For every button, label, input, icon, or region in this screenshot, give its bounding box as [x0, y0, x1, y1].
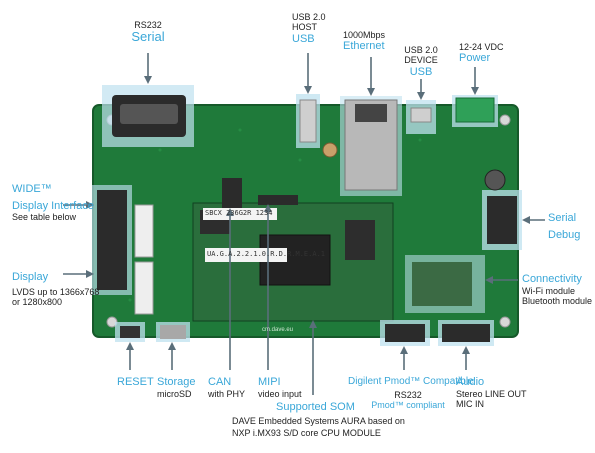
- usb-host-title: USB: [292, 32, 315, 45]
- lvds-connector-1: [134, 204, 154, 258]
- usb-device-sub2: DEVICE: [404, 55, 438, 66]
- sticker-2-text: UA.G.A.2.2.1.0.R.D.R.M.E.A.1: [207, 250, 326, 258]
- wide-display-sub: See table below: [12, 212, 77, 223]
- wide-display-title2: Display Interface: [12, 199, 94, 212]
- storage-label-group: Storage microSD: [157, 376, 196, 399]
- audio-title: Audio: [456, 376, 485, 388]
- mipi-connector: [258, 195, 298, 205]
- audio-label-group: Audio Stereo LINE OUT MIC IN: [456, 376, 527, 409]
- mipi-sub: video input: [258, 388, 302, 399]
- serial-label-group: RS232 Serial: [118, 20, 178, 45]
- ethernet-label-group: 1000Mbps Ethernet: [343, 30, 385, 53]
- reset-title: RESET: [117, 376, 154, 388]
- power-sub: 12-24 VDC: [459, 42, 504, 52]
- usb-host-sub1: USB 2.0: [292, 12, 326, 22]
- connectivity-label-group: Connectivity Wi-Fi module Bluetooth modu…: [522, 273, 592, 306]
- connectivity-title: Connectivity: [522, 273, 582, 285]
- mipi-title: MIPI: [258, 376, 281, 388]
- storage-title: Storage: [157, 376, 196, 388]
- pmod-sub1: RS232: [394, 390, 422, 400]
- usb-device-sub1: USB 2.0: [404, 45, 438, 55]
- som-title: Supported SOM: [276, 401, 355, 413]
- serial-debug-title2: Debug: [548, 228, 581, 241]
- usb-device-title: USB: [409, 65, 433, 78]
- sticker-1-text: SBCX 236G2R 1234: [205, 209, 273, 217]
- storage-sub: microSD: [157, 388, 192, 399]
- sticker-2: [205, 248, 287, 262]
- serial-title: Serial: [131, 29, 165, 45]
- can-header: [222, 178, 242, 208]
- silk-text: cm.dave.eu: [262, 327, 294, 333]
- mipi-label-group: MIPI video input: [258, 376, 302, 399]
- can-title: CAN: [208, 376, 232, 388]
- som-sub1: DAVE Embedded Systems AURA based on: [232, 416, 405, 426]
- display-sub1: LVDS up to 1366x768: [12, 286, 100, 297]
- audio-sub1: Stereo LINE OUT: [456, 388, 527, 399]
- usb-device-label-group: USB 2.0 DEVICE USB: [398, 45, 444, 78]
- usb-host-sub2: HOST: [292, 22, 318, 33]
- sticker-1: [203, 208, 277, 220]
- pmod-label-group: Digilent Pmod™ Compatible: [348, 376, 474, 388]
- pmod-title: Digilent Pmod™ Compatible: [348, 376, 474, 387]
- ethernet-sub: 1000Mbps: [343, 30, 386, 40]
- display-sub2: or 1280x800: [12, 296, 63, 307]
- display-title: Display: [12, 271, 49, 283]
- wide-display-label-group: WIDE™ Display Interface See table below: [12, 183, 94, 223]
- serial-sub: RS232: [134, 20, 162, 30]
- can-sub: with PHY: [208, 388, 246, 399]
- display-label-group: Display LVDS up to 1366x768 or 1280x800: [12, 271, 99, 307]
- usb-host-label-group: USB 2.0 HOST USB: [292, 12, 326, 45]
- audio-sub2: MIC IN: [456, 398, 484, 409]
- serial-debug-label-group: Serial Debug: [548, 212, 580, 241]
- pmod-sub2: Pmod™ compliant: [368, 400, 448, 410]
- lvds-connector-2: [134, 261, 154, 315]
- connectivity-sub1: Wi-Fi module: [522, 285, 576, 296]
- som-sub2: NXP i.MX93 S/D core CPU MODULE: [232, 428, 381, 438]
- power-label-group: 12-24 VDC Power: [459, 42, 504, 65]
- pmod-sub-group: RS232 Pmod™ compliant: [368, 390, 448, 411]
- can-label-group: CAN with PHY: [208, 376, 245, 399]
- ethernet-title: Ethernet: [343, 40, 385, 53]
- pmod-sub2-text: Pmod™ compliant: [371, 400, 445, 411]
- connectivity-sub2: Bluetooth module: [522, 295, 593, 306]
- power-title: Power: [459, 52, 491, 65]
- serial-debug-title1: Serial: [548, 212, 577, 224]
- wide-display-title1: WIDE™: [12, 183, 52, 195]
- reset-label-group: RESET: [117, 376, 154, 389]
